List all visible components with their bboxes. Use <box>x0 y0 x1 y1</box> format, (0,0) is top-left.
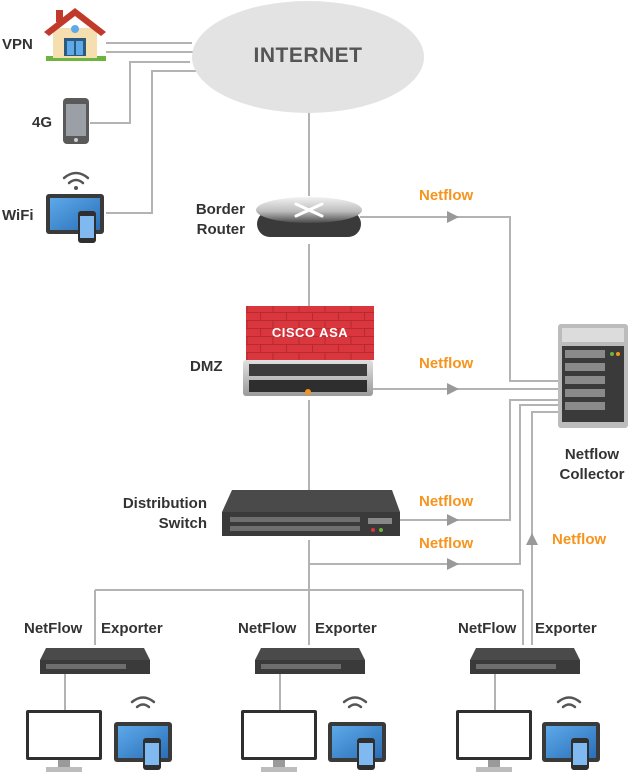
flow-arrows <box>447 211 538 570</box>
flow-arrow <box>447 514 459 526</box>
tablet-icon <box>46 194 104 243</box>
exporter-switch-icon <box>470 648 580 674</box>
house-icon <box>44 8 106 61</box>
dmz-server-icon <box>243 360 373 396</box>
internet-cloud <box>192 1 424 113</box>
wifi-icon <box>556 696 582 709</box>
netflow-label-exporter: Netflow <box>552 531 607 548</box>
netflow-label-dmz: Netflow <box>419 355 474 372</box>
collector-server-icon <box>558 324 628 428</box>
tablet-icon <box>542 722 600 770</box>
exporter-1-left-label: NetFlow <box>24 620 83 637</box>
netflow-label-switch-lower: Netflow <box>419 535 474 552</box>
wifi-icon <box>62 171 90 185</box>
monitor-icon <box>26 710 102 772</box>
connection-lines <box>64 42 560 712</box>
collector-label-line2: Collector <box>559 466 625 483</box>
border-router-label-line1: Border <box>195 201 245 218</box>
wifi-icon <box>342 696 368 709</box>
netflow-label-router: Netflow <box>419 187 474 204</box>
flow-arrow <box>526 533 538 545</box>
exporter-2-right-label: Exporter <box>315 620 377 637</box>
wifi-dot <box>74 186 78 190</box>
monitor-icon <box>456 710 532 772</box>
tablet-icon <box>328 722 386 770</box>
exporter-3-left-label: NetFlow <box>458 620 517 637</box>
exporter-2-left-label: NetFlow <box>238 620 297 637</box>
4g-label: 4G <box>32 114 53 131</box>
dmz-label: DMZ <box>190 358 223 375</box>
router-icon <box>256 197 362 237</box>
collector-label-line1: Netflow <box>564 446 620 463</box>
netflow-label-switch: Netflow <box>419 493 474 510</box>
wifi-label: WiFi <box>2 207 34 224</box>
exporter-switch-icon <box>40 648 150 674</box>
flow-arrow <box>447 211 459 223</box>
exporter-1-right-label: Exporter <box>101 620 163 637</box>
flow-arrow <box>447 383 459 395</box>
phone-icon <box>63 98 89 144</box>
firewall-brand-label: CISCO ASA <box>271 325 349 340</box>
vpn-label: VPN <box>2 36 33 53</box>
border-router-label-line2: Router <box>196 221 245 238</box>
flow-arrow <box>447 558 459 570</box>
firewall-icon <box>246 306 374 360</box>
distribution-switch-label-line2: Switch <box>158 515 207 532</box>
distribution-switch-label-line1: Distribution <box>122 495 207 512</box>
distribution-switch-icon <box>222 490 400 536</box>
internet-label: INTERNET <box>253 44 363 67</box>
monitor-icon <box>241 710 317 772</box>
wifi-icon <box>130 696 156 709</box>
tablet-icon <box>114 722 172 770</box>
exporter-3-right-label: Exporter <box>535 620 597 637</box>
exporter-switch-icon <box>255 648 365 674</box>
